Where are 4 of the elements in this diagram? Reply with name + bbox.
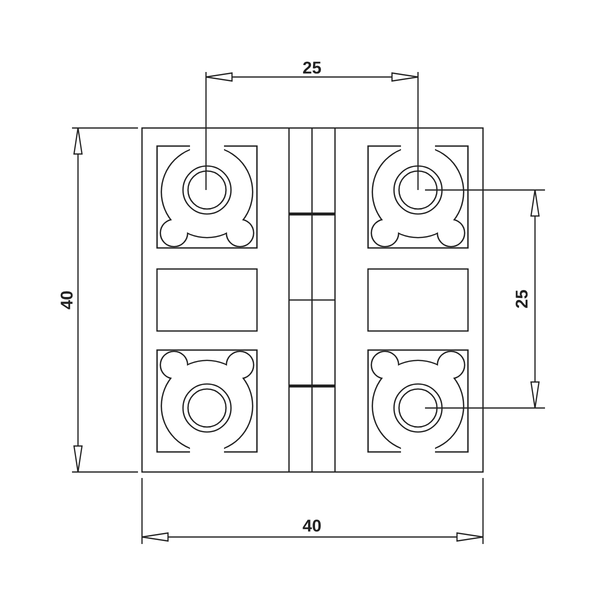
dimension-label: 40	[58, 290, 76, 310]
dimension-label: 25	[302, 60, 322, 76]
dimension-label: 25	[514, 290, 530, 308]
dimension-label: 40	[302, 518, 322, 534]
